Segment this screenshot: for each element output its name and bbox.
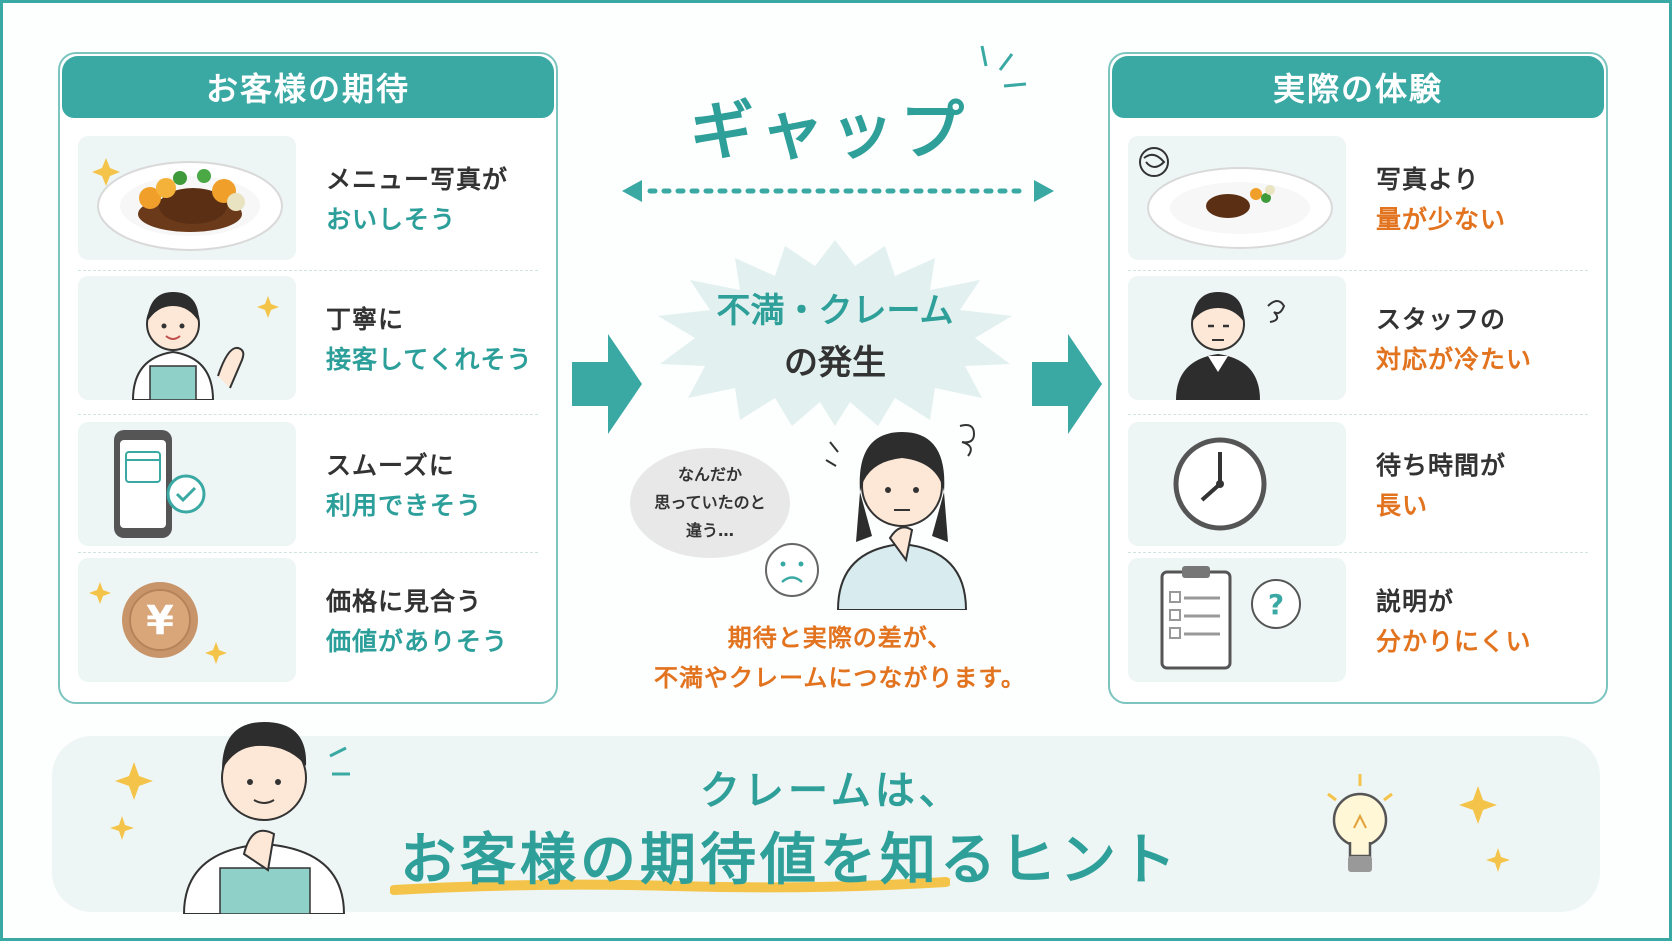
divider <box>78 552 538 553</box>
phone-check-icon <box>78 422 296 546</box>
expectation-service-line1: 丁寧に <box>326 305 405 334</box>
staff-smile-icon <box>78 276 296 400</box>
experience-wait-line1: 待ち時間が <box>1376 451 1507 480</box>
experience-item-portion: 写真より 量が少ない <box>1128 130 1588 266</box>
confused-customer-icon <box>825 424 976 610</box>
bubble-line2: 思っていたのと <box>654 493 766 512</box>
note-line2: 不満やクレームにつながります。 <box>654 664 1026 692</box>
expectation-photo-line2: おいしそう <box>326 205 457 234</box>
expectation-service-line2: 接客してくれそう <box>326 345 533 374</box>
sparkle-icon <box>1459 786 1510 872</box>
experience-explain-line1: 説明が <box>1376 587 1455 616</box>
clipboard-question-icon: ? <box>1128 558 1346 682</box>
burst-line1: 不満・クレーム <box>716 291 954 331</box>
experience-portion-line1: 写真より <box>1376 165 1480 194</box>
divider <box>1128 552 1588 553</box>
light-bulb-icon <box>1327 774 1393 872</box>
emphasis-lines-icon <box>980 45 1027 88</box>
expectation-panel-title: お客様の期待 <box>62 56 554 118</box>
experience-panel-title: 実際の体験 <box>1112 56 1604 118</box>
clock-icon <box>1128 422 1346 546</box>
expectation-smooth-line2: 利用できそう <box>326 491 483 520</box>
expectation-photo-line1: メニュー写真が <box>326 165 509 194</box>
sad-face-icon <box>765 543 819 597</box>
gap-label: ギャップ <box>690 95 970 169</box>
experience-item-staff: スタッフの 対応が冷たい <box>1128 270 1588 406</box>
plate-icon <box>78 136 296 260</box>
thought-bubble: なんだか 思っていたのと 違う… <box>630 448 790 558</box>
right-arrow-icon <box>572 334 642 434</box>
svg-text:¥: ¥ <box>146 598 174 644</box>
double-arrow-icon <box>622 180 1054 202</box>
gap-explanation: 期待と実際の差が、 不満やクレームにつながります。 <box>600 618 1080 698</box>
sparkle-icon <box>110 762 153 840</box>
experience-staff-line2: 対応が冷たい <box>1376 345 1533 374</box>
experience-item-explain: ? 説明が 分かりにくい <box>1128 552 1588 688</box>
conclusion-line1: クレームは、 <box>700 768 963 814</box>
divider <box>1128 414 1588 415</box>
small-plate-icon <box>1128 136 1346 260</box>
note-line1: 期待と実際の差が、 <box>727 624 953 652</box>
thinking-man-icon <box>182 722 350 914</box>
complaint-burst-text: 不満・クレーム の発生 <box>650 285 1020 389</box>
complaint-starburst <box>658 240 1012 426</box>
expectation-item-value: ¥ 価格に見合う 価値がありそう <box>78 552 538 688</box>
experience-item-wait: 待ち時間が 長い <box>1128 416 1588 552</box>
expectation-panel: お客様の期待 メニュー写真が おいしそう <box>58 52 558 704</box>
bubble-line3: 違う… <box>685 521 734 540</box>
expectation-item-photo: メニュー写真が おいしそう <box>78 130 538 266</box>
right-arrow-icon <box>1032 334 1102 434</box>
svg-text:?: ? <box>1268 588 1284 621</box>
burst-line2: の発生 <box>784 343 886 383</box>
divider <box>78 414 538 415</box>
staff-cold-icon <box>1128 276 1346 400</box>
bubble-line1: なんだか <box>677 465 742 484</box>
experience-wait-line2: 長い <box>1376 491 1429 520</box>
experience-portion-line2: 量が少ない <box>1376 205 1507 234</box>
divider <box>78 270 538 271</box>
yen-coin-icon: ¥ <box>78 558 296 682</box>
conclusion-line2: お客様の期待値を知るヒント <box>400 828 1180 893</box>
expectation-smooth-line1: スムーズに <box>326 451 455 480</box>
expectation-item-service: 丁寧に 接客してくれそう <box>78 270 538 406</box>
experience-staff-line1: スタッフの <box>1376 305 1507 334</box>
expectation-value-line1: 価格に見合う <box>326 587 483 616</box>
highlight-underline <box>390 877 950 895</box>
expectation-item-smooth: スムーズに 利用できそう <box>78 416 538 552</box>
expectation-value-line2: 価値がありそう <box>326 627 509 656</box>
experience-panel: 実際の体験 写真より 量が少ない <box>1108 52 1608 704</box>
experience-explain-line2: 分かりにくい <box>1376 627 1532 656</box>
divider <box>1128 270 1588 271</box>
